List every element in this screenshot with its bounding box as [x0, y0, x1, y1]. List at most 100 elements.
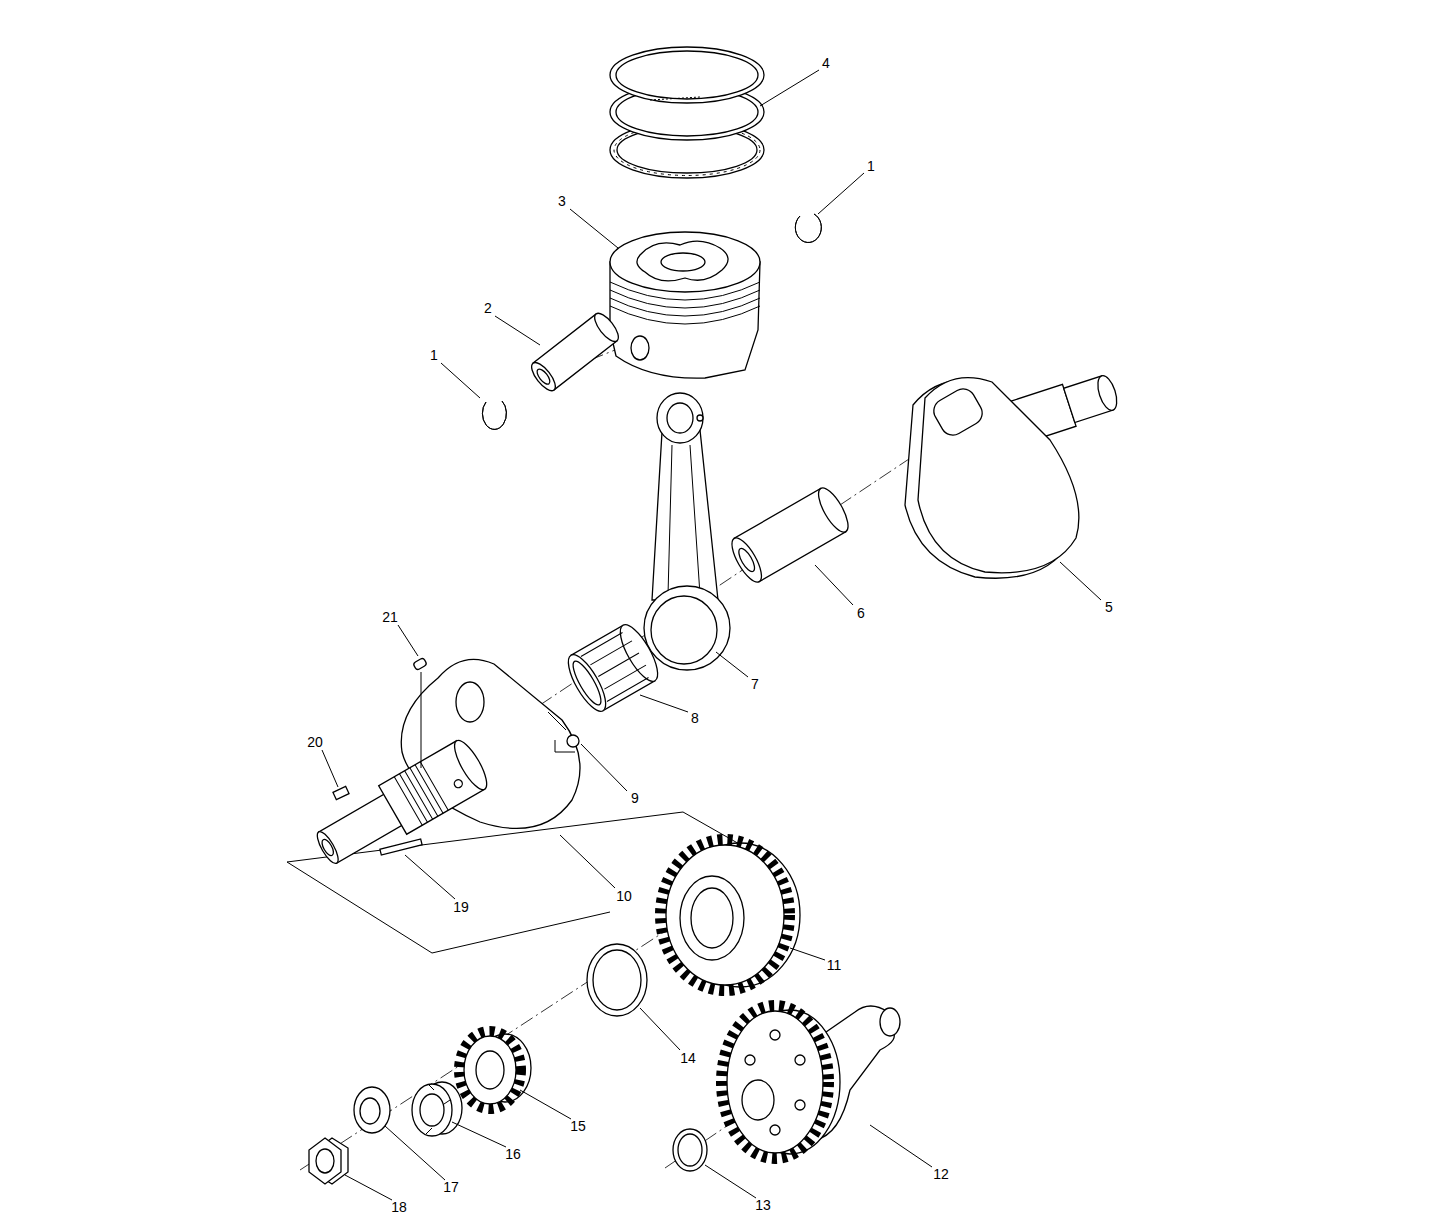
sprocket: [460, 1032, 520, 1108]
crank-pin: [813, 484, 854, 536]
group-bracket: [287, 862, 610, 953]
crank-gear: [680, 876, 744, 960]
camshaft: [742, 1080, 774, 1120]
crank-half: [918, 378, 1079, 573]
callout-number: 11: [827, 958, 842, 972]
piston-pin: [535, 367, 552, 386]
crank-pin: [726, 534, 767, 586]
center-line: [300, 905, 705, 1170]
callout-number: 19: [453, 900, 469, 914]
leader-line: [815, 565, 853, 605]
lock-nut: [420, 1094, 444, 1126]
washer: [678, 1134, 702, 1166]
leader-line: [322, 750, 338, 787]
piston: [631, 336, 649, 360]
center-line: [300, 340, 960, 1170]
leader-line: [520, 1090, 571, 1119]
sprocket: [464, 1036, 516, 1104]
connecting-rod: [651, 596, 717, 664]
crank-gear: [661, 840, 789, 990]
leader-line: [705, 1165, 756, 1198]
camshaft: [770, 1125, 780, 1135]
callout-number: 1: [430, 348, 438, 362]
leader-line: [405, 855, 455, 899]
connecting-rod: [652, 430, 718, 600]
washer: [587, 944, 647, 1016]
needle-bearing: [561, 650, 612, 716]
leader-line: [452, 1122, 506, 1147]
leader-line: [790, 948, 825, 960]
piston-pin: [527, 359, 559, 394]
leader-line: [345, 1175, 392, 1200]
connecting-rod: [697, 415, 703, 421]
callout-number: 2: [484, 301, 492, 315]
camshaft: [795, 1055, 805, 1065]
callout-number: 20: [307, 735, 323, 749]
callout-number: 21: [382, 610, 398, 624]
lock-nut: [412, 1082, 462, 1136]
needle-bearing: [581, 630, 652, 701]
piston: [610, 298, 760, 316]
crank-gear: [691, 888, 733, 948]
leader-line: [322, 70, 1101, 1200]
callout-number: 10: [616, 889, 632, 903]
crank-gear: [666, 845, 784, 985]
leader-line: [495, 316, 540, 345]
connecting-rod: [667, 403, 693, 433]
leader-line: [716, 652, 748, 677]
woodruff-key: [380, 839, 422, 855]
callout-number: 5: [1105, 600, 1113, 614]
circlip: [482, 401, 506, 429]
leader-line: [640, 1008, 680, 1050]
piston: [637, 241, 728, 281]
hex-nut: [309, 1138, 341, 1184]
leader-line: [1060, 562, 1101, 600]
callout-number: 16: [505, 1147, 521, 1161]
piston: [610, 232, 760, 378]
callout-number: 17: [443, 1180, 459, 1194]
camshaft: [722, 1006, 900, 1158]
crank-pin: [726, 484, 853, 586]
callout-number: 8: [691, 711, 699, 725]
woodruff-key: [421, 672, 422, 768]
woodruff-key: [413, 658, 427, 671]
piston-rings: [616, 51, 758, 99]
leader-line: [398, 625, 418, 656]
camshaft: [770, 1030, 780, 1040]
connecting-rod: [657, 393, 703, 443]
callout-number: 13: [755, 1198, 771, 1212]
callout-number: 18: [391, 1200, 407, 1214]
leader-line: [640, 695, 688, 712]
crankshaft: [320, 838, 336, 858]
circlip: [482, 214, 821, 429]
washer: [593, 950, 641, 1010]
crank-half: [1094, 373, 1120, 412]
leader-line: [581, 744, 627, 791]
leader-line: [441, 363, 480, 398]
leader-line: [385, 1126, 445, 1180]
connecting-rod: [644, 393, 730, 670]
callout-number: 1: [867, 159, 875, 173]
connecting-rod: [668, 445, 672, 595]
callout-number: 14: [680, 1051, 696, 1065]
washer: [673, 1129, 707, 1171]
circlip: [795, 214, 821, 243]
callout-number: 9: [631, 791, 639, 805]
callout-number: 3: [558, 194, 566, 208]
camshaft: [727, 1011, 823, 1153]
piston: [661, 253, 705, 271]
piston-rings: [610, 47, 764, 178]
hex-nut: [316, 1149, 334, 1173]
sprocket: [460, 1032, 531, 1108]
crankshaft: [456, 682, 484, 722]
crankshaft: [314, 829, 342, 866]
circlip: [795, 214, 821, 243]
leader-line: [760, 70, 819, 106]
lock-nut: [426, 1084, 450, 1134]
washer: [673, 1129, 707, 1171]
leader-line: [870, 1125, 932, 1167]
camshaft: [722, 1006, 828, 1158]
crankshaft: [309, 659, 580, 874]
crank-pin: [736, 546, 758, 574]
